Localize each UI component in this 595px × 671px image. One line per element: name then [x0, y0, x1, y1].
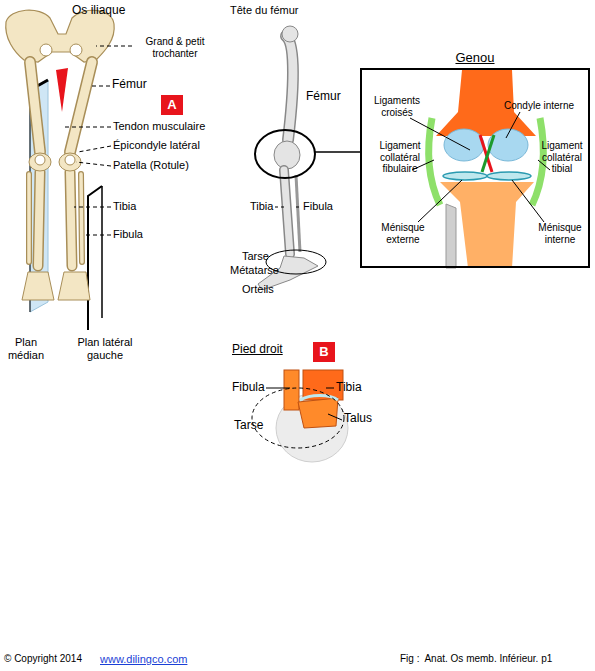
part-label: Fibula: [303, 200, 333, 213]
part-label: Tibia: [113, 200, 136, 213]
part-label: Ligament collatéral fibulaire: [368, 140, 432, 175]
lateral-plane: [101, 186, 103, 318]
part-label: Orteils: [242, 283, 274, 296]
knee-circle: [255, 130, 315, 178]
knee-inset: [429, 70, 544, 268]
part-label: Ligament collatéral tibial: [534, 140, 590, 175]
part-label: Ménisque interne: [532, 222, 588, 245]
part-label: Fémur: [306, 90, 341, 104]
part-label: Tarse: [242, 250, 269, 263]
part-label: Patella (Rotule): [113, 159, 189, 172]
part-label: Os iliaque: [72, 4, 125, 18]
lateral-plane: [88, 186, 102, 330]
part-label: Tendon musculaire: [113, 120, 205, 133]
muscle-tendon: [56, 68, 68, 112]
zoom-line: [315, 151, 360, 153]
inset-heading: Genou: [362, 50, 588, 65]
part-label: Tibia: [336, 381, 362, 395]
part-label: Tête du fémur: [230, 4, 298, 17]
part-label: Ligaments croisés: [366, 95, 428, 118]
callout-letter: A: [161, 95, 183, 115]
foot-illustration: [252, 370, 348, 462]
callout-box: A: [161, 95, 183, 115]
figure-caption: Fig : Anat. Os memb. Inférieur. p1: [400, 653, 552, 665]
leader-lines: [275, 207, 300, 208]
front-skeleton: [6, 10, 114, 300]
part-label: www.dilingco.com: [100, 653, 187, 666]
callout-letter: B: [313, 342, 335, 362]
part-label: Grand & petit trochanter: [134, 36, 216, 59]
part-label: Épicondyle latéral: [113, 139, 200, 152]
part-label: Fibula: [232, 381, 265, 395]
leader-lines: [410, 112, 550, 222]
part-label: Plan latéral gauche: [62, 336, 148, 361]
part-label: © Copyright 2014: [4, 653, 82, 665]
part-label: Plan médian: [0, 336, 52, 361]
part-label: Fémur: [112, 78, 147, 92]
part-label: Pied droit: [232, 343, 283, 357]
part-label: Tibia: [250, 200, 273, 213]
part-label: Ménisque externe: [372, 222, 434, 245]
part-label: Talus: [344, 412, 372, 426]
part-label: Métatarse: [230, 264, 279, 277]
part-label: Condyle interne: [504, 100, 574, 112]
part-label: Fibula: [113, 228, 143, 241]
leader-lines: [266, 388, 342, 420]
part-label: Tarse: [234, 419, 263, 433]
callout-box: B: [313, 342, 335, 362]
